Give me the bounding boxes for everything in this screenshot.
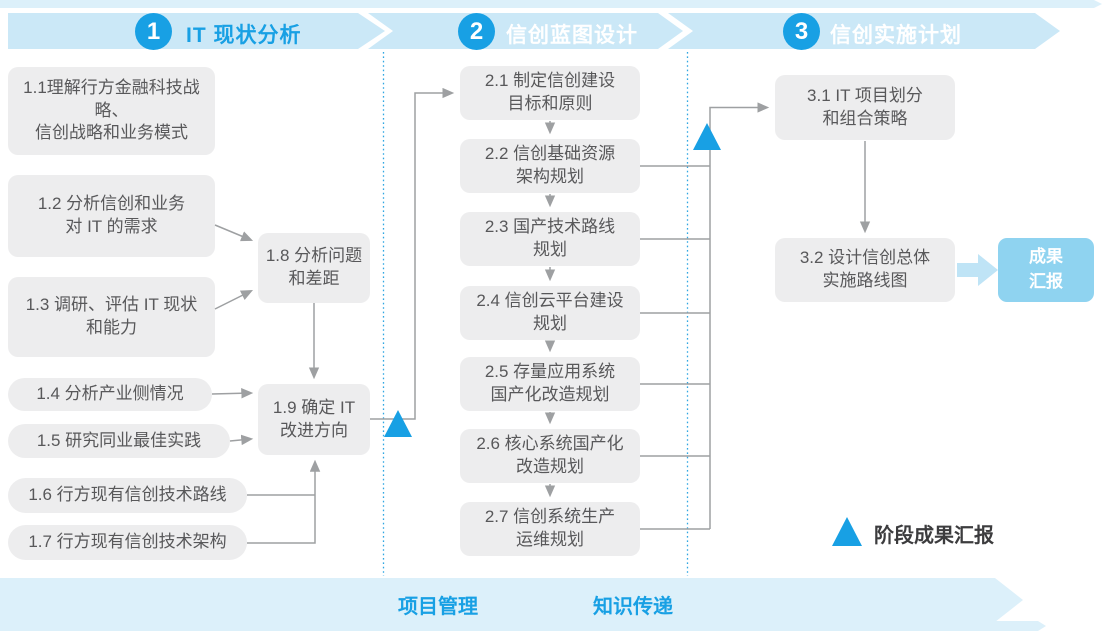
milestone-triangle-icon: [384, 410, 412, 437]
node-1-1: 1.1理解行方金融科技战略、 信创战略和业务模式: [8, 67, 215, 155]
result-report-box: 成果 汇报: [998, 238, 1094, 302]
node-2-7: 2.7 信创系统生产 运维规划: [460, 502, 640, 556]
legend-triangle-icon: [832, 517, 862, 546]
phase-1-title: IT 现状分析: [186, 24, 302, 47]
node-1-9: 1.9 确定 IT 改进方向: [258, 384, 370, 455]
node-1-5: 1.5 研究同业最佳实践: [8, 424, 230, 458]
connector-1-9-to-2-1: [370, 87, 455, 420]
connector-1-5-to-1-9: [229, 434, 254, 446]
footer-label-knowledge-transfer: 知识传递: [593, 596, 673, 618]
connector-1-4-to-1-9: [211, 388, 254, 399]
node-1-3: 1.3 调研、评估 IT 现状 和能力: [8, 277, 215, 357]
node-2-1: 2.1 制定信创建设 目标和原则: [460, 66, 640, 120]
connector-1-3-to-1-8: [214, 289, 254, 310]
phase-1-banner: [8, 13, 385, 49]
node-2-3: 2.3 国产技术路线 规划: [460, 212, 640, 266]
phase-3-title: 信创实施计划: [830, 24, 962, 47]
phase-1-number-badge: 1: [135, 13, 172, 50]
phase-2-title: 信创蓝图设计: [506, 24, 638, 47]
footer-label-project-management: 项目管理: [398, 596, 478, 618]
node-2-5: 2.5 存量应用系统 国产化改造规划: [460, 357, 640, 411]
node-3-2: 3.2 设计信创总体 实施路线图: [775, 238, 955, 302]
footer-banner: [0, 578, 1023, 622]
legend-milestone-label: 阶段成果汇报: [874, 525, 994, 547]
phase-3-banner: [668, 13, 1060, 49]
node-1-2: 1.2 分析信创和业务 对 IT 的需求: [8, 175, 215, 257]
node-1-7: 1.7 行方现有信创技术架构: [8, 525, 247, 560]
result-arrow-icon: [957, 254, 998, 286]
node-2-4: 2.4 信创云平台建设 规划: [460, 286, 640, 340]
phase-2-number-badge: 2: [458, 13, 495, 50]
connector-1-7-to-1-9: [247, 459, 321, 544]
phase-2-banner: [368, 13, 683, 49]
node-3-1: 3.1 IT 项目划分 和组合策略: [775, 75, 955, 140]
phase-3-number-badge: 3: [783, 13, 820, 50]
node-2-2: 2.2 信创基础资源 架构规划: [460, 139, 640, 193]
bottom-edge-strip: [0, 621, 1046, 631]
top-edge-strip: [0, 0, 1102, 8]
node-1-6: 1.6 行方现有信创技术路线: [8, 478, 247, 513]
node-1-8: 1.8 分析问题 和差距: [258, 233, 370, 303]
connector-collector-to-3-1: [709, 102, 770, 529]
node-1-4: 1.4 分析产业侧情况: [8, 378, 212, 411]
connector-1-2-to-1-8: [214, 224, 254, 242]
node-2-6: 2.6 核心系统国产化 改造规划: [460, 429, 640, 483]
milestone-triangle-icon: [693, 123, 721, 150]
